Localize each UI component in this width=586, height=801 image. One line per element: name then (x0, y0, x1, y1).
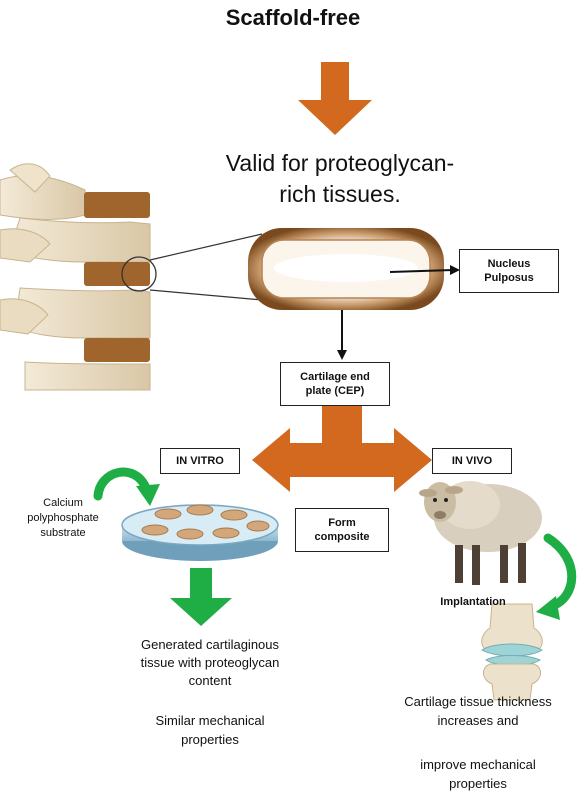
implantation-label: Implantation (440, 596, 506, 608)
in-vitro-result-text: Generated cartilaginous tissue with prot… (140, 637, 280, 689)
knee-joint-illustration (481, 603, 543, 701)
in-vivo-property-text: improve mechanical properties (420, 757, 536, 791)
form-composite-box: Form composite (295, 508, 389, 552)
green-curved-arrow-substrate (93, 467, 160, 506)
green-down-arrow (170, 568, 232, 626)
cartilage-end-plate-box: Cartilage end plate (CEP) (280, 362, 390, 406)
in-vivo-result-text: Cartilage tissue thickness increases and (404, 694, 552, 728)
petri-dish (121, 504, 279, 561)
green-curved-arrow-implantation (536, 533, 577, 620)
nucleus-pulposus-box: Nucleus Pulposus (459, 249, 559, 293)
in-vitro-box: IN VITRO (160, 448, 240, 474)
in-vivo-box: IN VIVO (432, 448, 512, 474)
spine-illustration (0, 163, 157, 391)
diagram-subtitle: Valid for proteoglycan- rich tissues. (225, 150, 455, 208)
substrate-label: Calcium polyphosphate substrate (27, 497, 99, 539)
orange-down-arrow-top (298, 62, 372, 135)
in-vitro-property-text: Similar mechanical properties (155, 713, 265, 747)
diagram-title: Scaffold-free (225, 5, 361, 30)
orange-split-arrow (252, 406, 432, 492)
sheep-illustration (419, 481, 542, 585)
intervertebral-disc (248, 228, 444, 310)
